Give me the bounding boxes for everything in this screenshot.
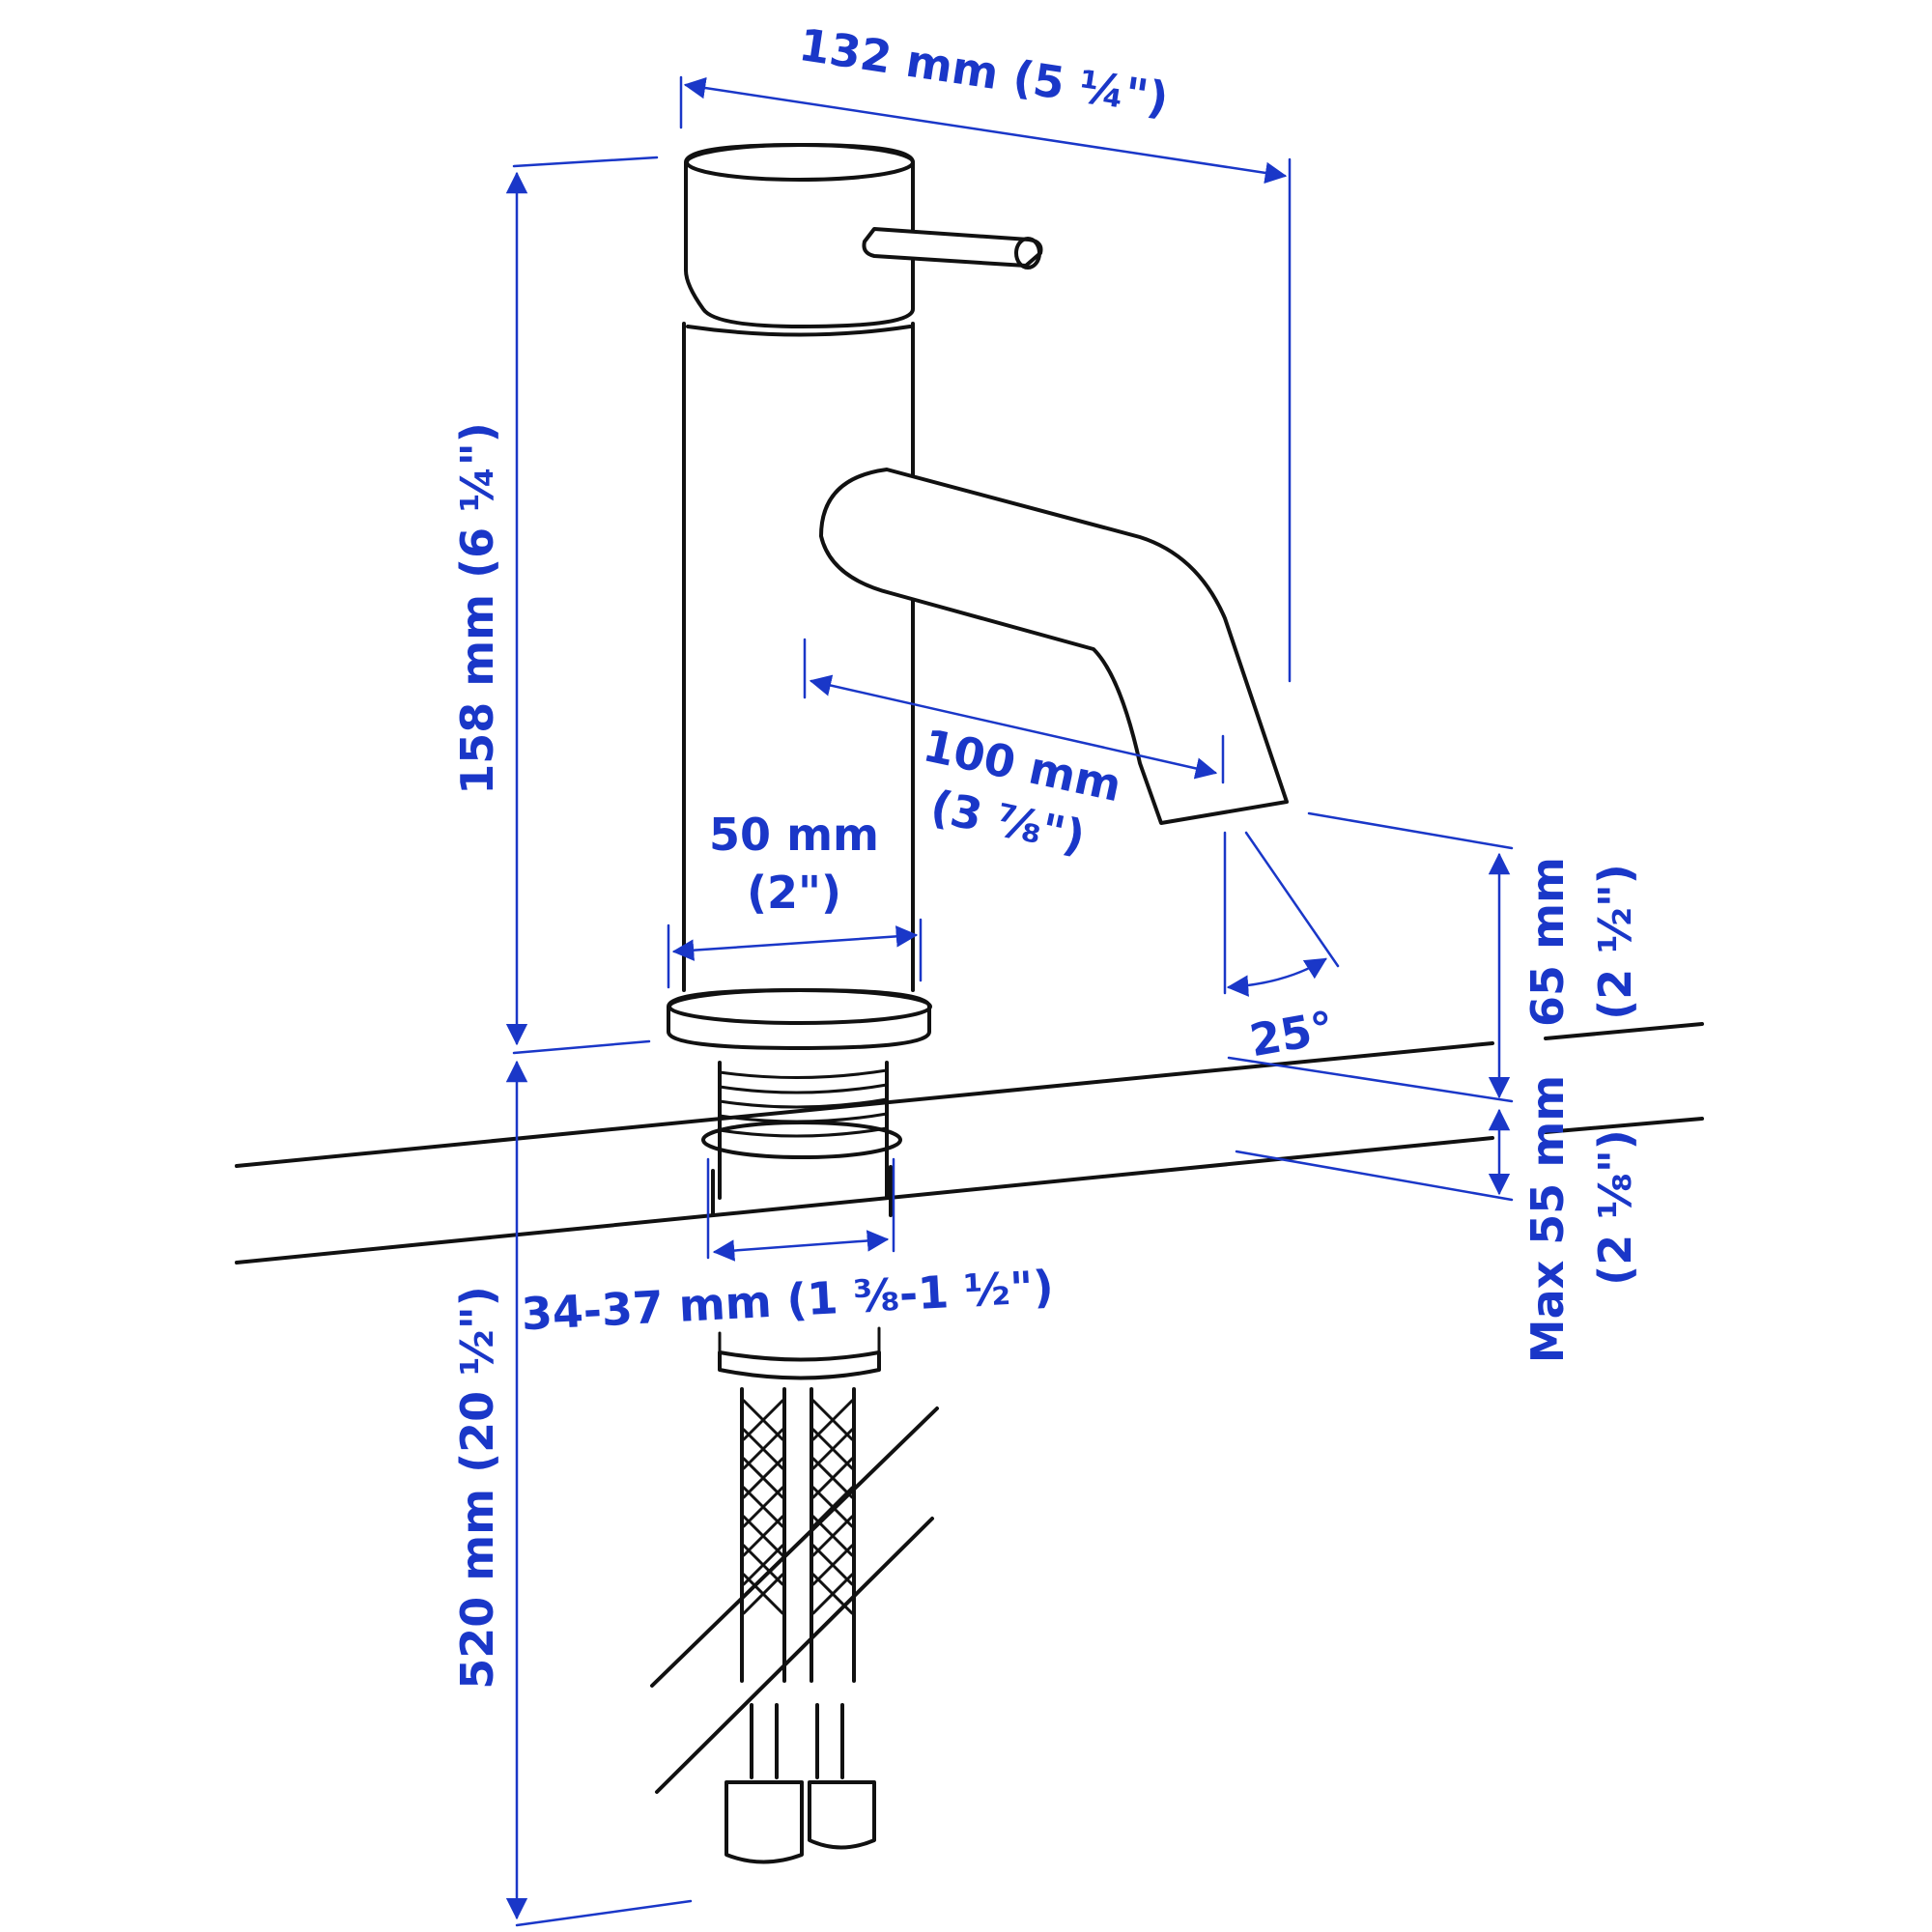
overall-width-label: 132 mm (5 ¼") bbox=[796, 18, 1172, 125]
hose-break-line-lower bbox=[655, 1517, 934, 1794]
dimension-lines bbox=[505, 75, 1514, 1927]
base-ring-top bbox=[668, 988, 932, 1025]
handle-cap-top bbox=[685, 143, 915, 182]
lower-nut bbox=[718, 1350, 881, 1380]
spout-angle-label: 25° bbox=[1246, 1001, 1338, 1066]
hole-diameter-label: 34-37 mm (1 ⅜-1 ½") bbox=[520, 1261, 1054, 1341]
body-joint bbox=[686, 325, 912, 337]
countertop-top-edge-right bbox=[1544, 1022, 1704, 1040]
hose-break-line-upper bbox=[650, 1406, 939, 1688]
max-thickness-mm-label: Max 55 mm bbox=[1521, 1075, 1574, 1363]
countertop-top-edge bbox=[235, 1041, 1494, 1168]
countertop-bottom-edge-right bbox=[1544, 1117, 1704, 1134]
supply-hoses bbox=[650, 1387, 939, 1864]
hose-nut-left bbox=[724, 1780, 804, 1864]
base-diameter-mm-label: 50 mm bbox=[709, 809, 879, 861]
faucet bbox=[650, 143, 1289, 1864]
hose-nut-right bbox=[808, 1780, 876, 1850]
hose-length-label: 520 mm (20 ½") bbox=[451, 1286, 503, 1690]
countertop bbox=[235, 1022, 1704, 1264]
spout-clearance-mm-label: 65 mm bbox=[1521, 857, 1574, 1027]
lever bbox=[862, 227, 1043, 268]
faucet-body bbox=[682, 322, 915, 992]
max-thickness-in-label: (2 ⅛") bbox=[1589, 1129, 1641, 1286]
countertop-bottom-edge bbox=[235, 1136, 1494, 1264]
fixing-nut-ring bbox=[701, 1121, 902, 1159]
lever-tip bbox=[1014, 237, 1041, 270]
shank-lower bbox=[711, 1165, 893, 1217]
threaded-shank bbox=[718, 1061, 889, 1200]
base-diameter-in-label: (2") bbox=[747, 867, 841, 919]
lower-nut-threads bbox=[718, 1326, 881, 1354]
height-label: 158 mm (6 ¼") bbox=[451, 422, 503, 795]
spout-clearance-in-label: (2 ½") bbox=[1589, 864, 1641, 1020]
